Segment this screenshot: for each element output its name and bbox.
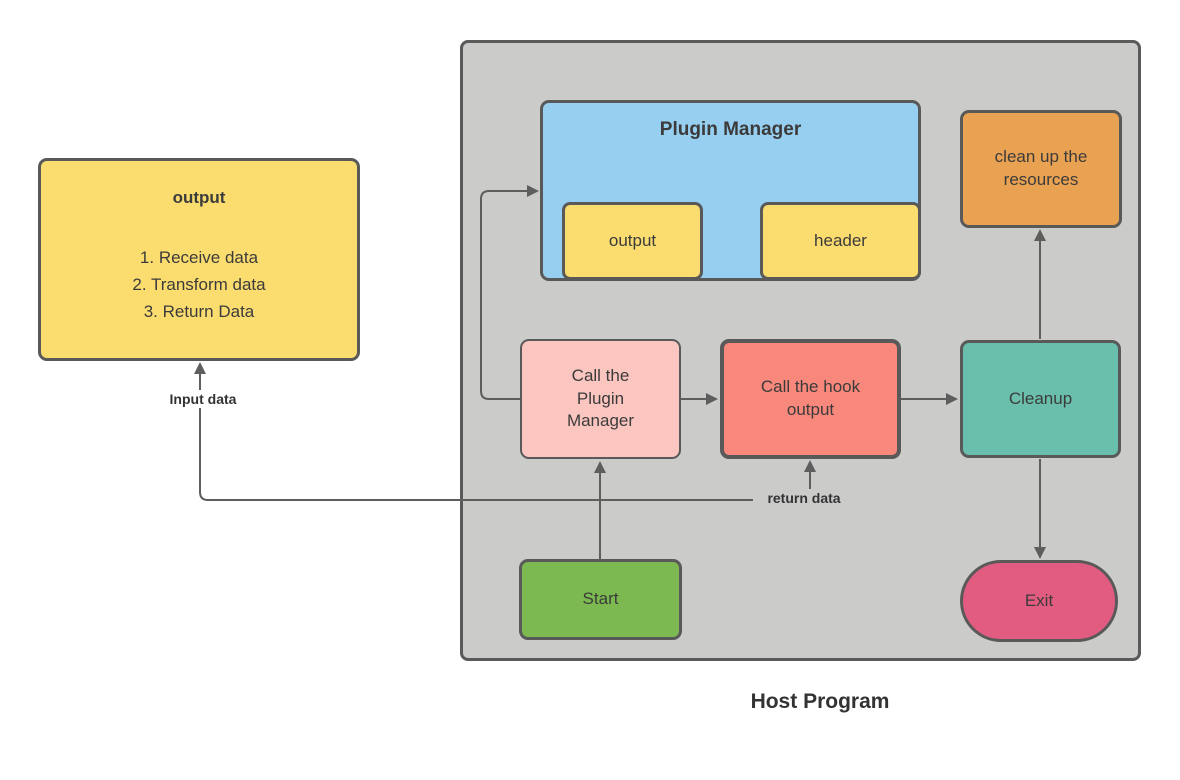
call-plugin-manager-label: Call the Plugin Manager [566,365,635,431]
node-exit[interactable]: Exit [960,560,1118,642]
node-plugin-manager[interactable]: Plugin Manager output header [540,100,921,281]
start-label: Start [582,589,619,609]
plugin-manager-header-label: header [814,230,867,250]
call-hook-output-label: Call the hook output [760,377,861,419]
node-clean-up-resources[interactable]: clean up the resources [960,110,1122,228]
output-step: 1. Receive data [139,247,259,267]
node-output-box[interactable]: output 1. Receive data 2. Transform data… [38,158,360,361]
exit-label: Exit [1024,590,1054,610]
node-cleanup[interactable]: Cleanup [960,340,1121,458]
cleanup-label: Cleanup [1008,388,1073,408]
node-start[interactable]: Start [519,559,682,640]
output-step: 3. Return Data [143,301,255,321]
output-box-title: output [172,188,226,207]
plugin-manager-output-label: output [608,230,657,250]
host-program-label: Host Program [750,690,890,713]
output-box-steps: 1. Receive data 2. Transform data 3. Ret… [132,244,265,325]
plugin-manager-title: Plugin Manager [659,119,802,140]
input-data-label: Input data [154,390,252,408]
clean-up-resources-label: clean up the resources [994,147,1088,189]
return-data-label: return data [753,489,855,507]
output-step: 2. Transform data [132,274,266,294]
node-call-hook-output[interactable]: Call the hook output [720,339,901,459]
node-call-plugin-manager[interactable]: Call the Plugin Manager [520,339,681,459]
arrowhead-up [194,362,206,374]
node-plugin-manager-header[interactable]: header [760,202,921,280]
node-plugin-manager-output[interactable]: output [562,202,703,280]
